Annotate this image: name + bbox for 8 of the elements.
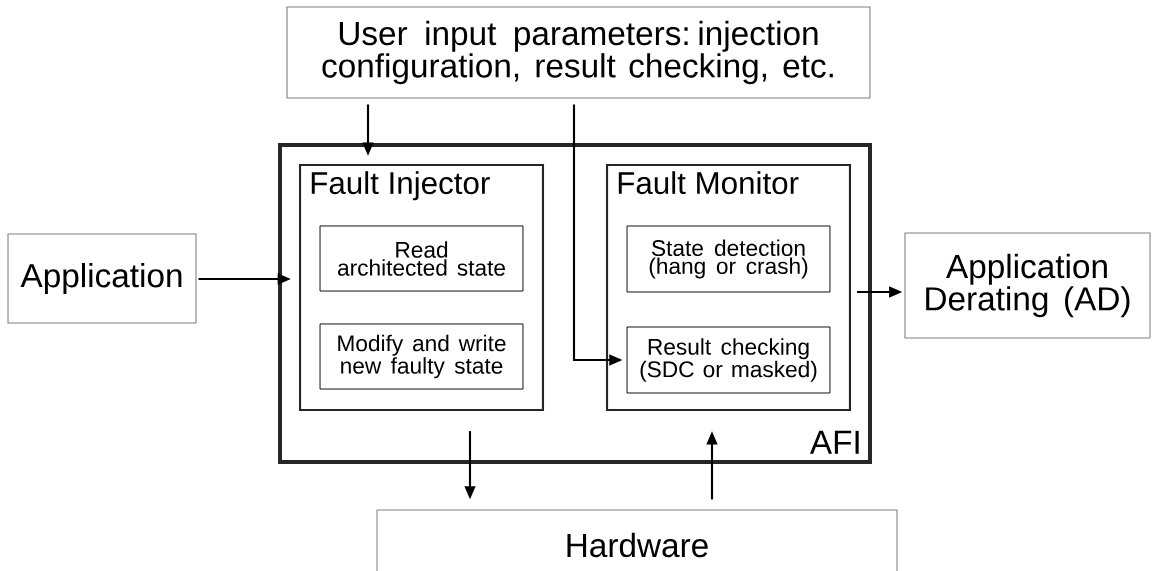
input-box: User input parameters: injection configuration, result checking, etc. (286, 6, 871, 99)
process-box: Modify and write new faulty state (319, 323, 524, 390)
process-box: Read architected state (319, 225, 524, 292)
hardware-box: Hardware (376, 509, 898, 571)
process-box: Result checking (SDC or masked) (626, 326, 831, 394)
output-box: Application Derating (AD) (904, 232, 1151, 339)
input-box: Application (7, 233, 197, 324)
process-box: State detection (hang or crash) (626, 225, 831, 293)
